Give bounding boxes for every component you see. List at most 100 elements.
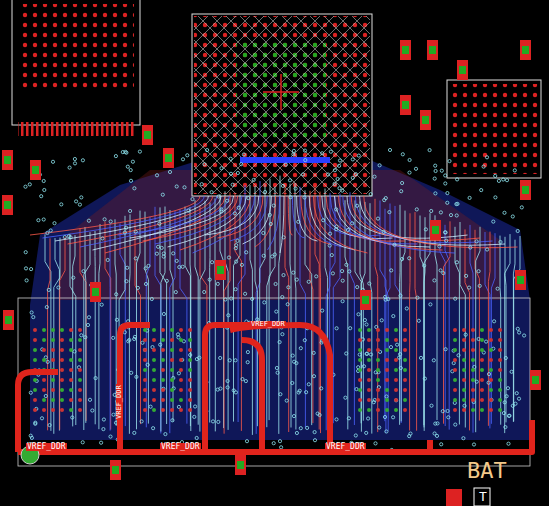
via [444, 174, 447, 177]
dram-ball [489, 358, 493, 362]
dram-ball [376, 368, 380, 372]
dram-ball [152, 388, 156, 392]
via [494, 174, 497, 177]
via [29, 391, 32, 394]
via [392, 315, 395, 318]
via [245, 251, 248, 254]
fanout-trace [347, 196, 468, 238]
dram-ball [143, 348, 147, 352]
dram-ball [143, 358, 147, 362]
via [518, 331, 521, 334]
via [272, 204, 275, 207]
via [362, 365, 365, 368]
via [100, 441, 103, 444]
signal-trace [209, 203, 210, 423]
via [160, 246, 163, 249]
via [434, 192, 437, 195]
dram-ball [498, 368, 502, 372]
dram-ball [170, 408, 174, 412]
via [492, 220, 495, 223]
via [493, 320, 496, 323]
via [390, 269, 393, 272]
dram-ball [462, 398, 466, 402]
bga-chip [12, 0, 140, 125]
via [80, 334, 83, 337]
via [88, 398, 91, 401]
dram-ball [453, 368, 457, 372]
via [338, 187, 341, 190]
via [171, 419, 174, 422]
via [475, 380, 478, 383]
dram-ball [367, 338, 371, 342]
dram-ball [367, 388, 371, 392]
via [186, 154, 189, 157]
via [439, 269, 442, 272]
via [502, 178, 505, 181]
smd-pad [30, 160, 41, 180]
dram-ball [385, 328, 389, 332]
via [446, 201, 449, 204]
via [123, 231, 126, 234]
dram-ball [179, 378, 183, 382]
via [233, 212, 236, 215]
via [57, 286, 60, 289]
via [203, 163, 206, 166]
dram-ball [489, 378, 493, 382]
via [224, 298, 227, 301]
dram-ball [498, 358, 502, 362]
via [84, 336, 87, 339]
via [234, 391, 237, 394]
via [477, 270, 480, 273]
signal-trace [435, 215, 437, 420]
via [387, 298, 390, 301]
via [129, 209, 132, 212]
via [520, 206, 523, 209]
smd-body [522, 46, 529, 54]
dram-ball [480, 348, 484, 352]
via [462, 437, 465, 440]
dram-ball [33, 348, 37, 352]
via [374, 442, 377, 445]
via [315, 275, 318, 278]
dram-ball [385, 388, 389, 392]
via [187, 209, 190, 212]
signal-trace [54, 238, 60, 434]
dram-ball [78, 378, 82, 382]
via [341, 189, 344, 192]
via [292, 149, 295, 152]
smd-pad [520, 180, 531, 200]
dram-ball [143, 338, 147, 342]
smd-pad [2, 195, 13, 215]
via [177, 405, 180, 408]
pad-label: T [478, 490, 488, 503]
dram-ball [42, 388, 46, 392]
dram-ball [161, 328, 165, 332]
via [439, 211, 442, 214]
dram-ball [51, 358, 55, 362]
smd-pad [400, 40, 411, 60]
via [297, 391, 300, 394]
dram-ball [480, 398, 484, 402]
smd-pad [110, 460, 121, 480]
via [40, 417, 43, 420]
dram-ball [161, 358, 165, 362]
dram-ball [69, 358, 73, 362]
smd-pad [427, 40, 438, 60]
smd-body [532, 376, 539, 384]
dram-ball [489, 328, 493, 332]
dram-ball [489, 398, 493, 402]
dram-ball [498, 408, 502, 412]
via [401, 153, 404, 156]
signal-trace [333, 194, 340, 424]
via [115, 318, 118, 321]
via [297, 220, 300, 223]
dram-ball [385, 358, 389, 362]
smd-body [432, 226, 439, 234]
via [344, 396, 347, 399]
via [365, 431, 368, 434]
via [155, 252, 158, 255]
via [288, 179, 291, 182]
via [114, 155, 117, 158]
via [251, 297, 254, 300]
